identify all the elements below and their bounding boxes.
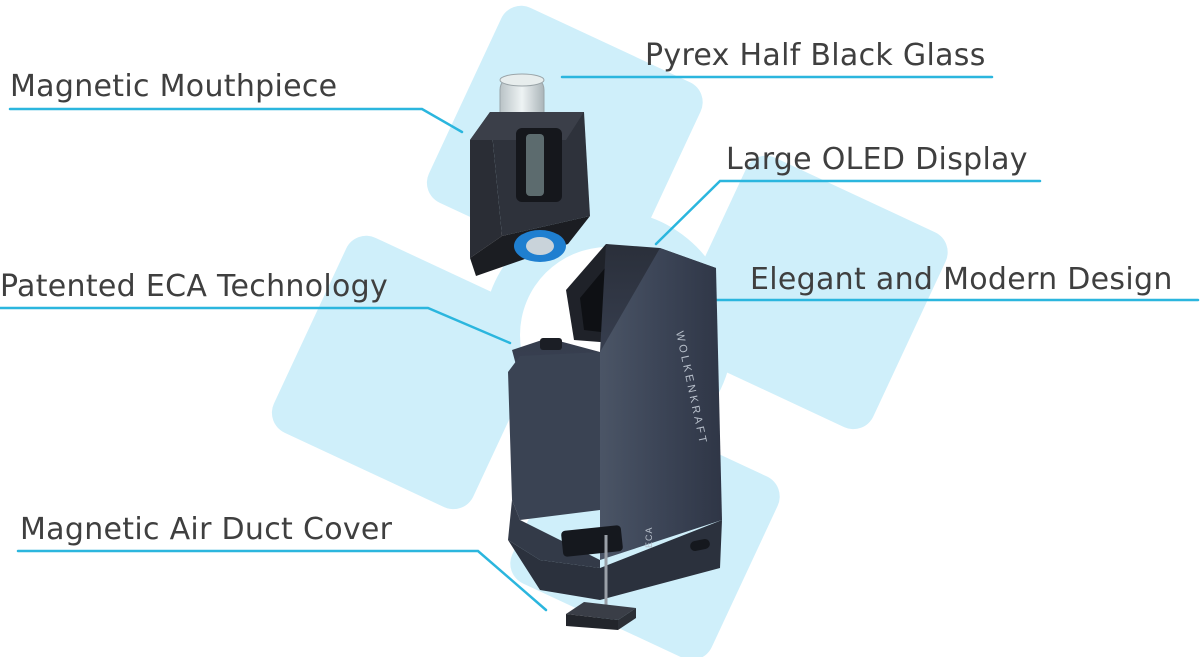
- line-oled-display: [654, 179, 1042, 246]
- mouthpiece-filter-mesh: [526, 237, 554, 255]
- glass-tube-rim: [499, 73, 545, 87]
- line-eca-technology: [0, 306, 512, 345]
- mouthpiece-window-glass: [526, 134, 544, 196]
- callout-magnetic-air-duct-cover: Magnetic Air Duct Cover: [20, 512, 393, 547]
- eca-marking: ECA: [644, 526, 654, 548]
- callout-patented-eca-technology: Patented ECA Technology: [0, 269, 389, 304]
- air-duct-cap-front: [566, 614, 618, 630]
- air-duct-cap-top: [566, 602, 636, 620]
- body-bottom-face: [508, 520, 722, 600]
- usb-c-port: [690, 538, 710, 552]
- body-front: [600, 248, 722, 560]
- callout-pyrex-half-black-glass: Pyrex Half Black Glass: [645, 38, 986, 73]
- bg-petal-left: [271, 235, 548, 510]
- bg-petal-right: [671, 155, 948, 430]
- body-left-side: [508, 352, 600, 520]
- magnet-pad: [540, 338, 562, 350]
- callout-magnetic-mouthpiece: Magnetic Mouthpiece: [10, 69, 338, 104]
- air-duct-cap-side: [618, 608, 636, 630]
- callout-lines: [0, 75, 1200, 612]
- line-magnetic-mouthpiece: [8, 107, 464, 134]
- callout-elegant-modern-design: Elegant and Modern Design: [750, 262, 1173, 297]
- device-body: WOLKENKRAFT ECA: [508, 244, 722, 600]
- mouthpiece-side: [470, 112, 502, 258]
- mouthpiece-assembly: [470, 73, 590, 276]
- callout-large-oled-display: Large OLED Display: [726, 142, 1028, 177]
- air-duct-cover: [566, 535, 636, 630]
- line-air-duct-cover: [16, 549, 548, 612]
